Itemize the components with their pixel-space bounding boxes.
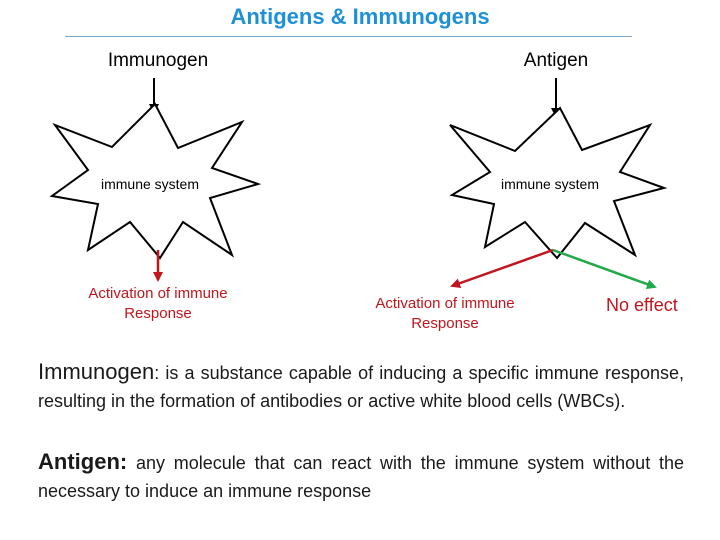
left-activation-line1: Activation of immune: [88, 285, 228, 302]
right-activation-line2: Response: [411, 315, 479, 332]
page-title: Antigens & Immunogens: [230, 4, 490, 29]
right-no-effect-arrow: [552, 248, 657, 289]
title-underline: [65, 36, 632, 37]
right-activation-line1: Activation of immune: [375, 295, 515, 312]
immunogen-definition-text: : is a substance capable of inducing a s…: [38, 363, 684, 411]
left-activation-line2: Response: [124, 305, 192, 322]
immunogen-header: Immunogen: [107, 50, 209, 71]
left-immune-system-burst: [49, 102, 262, 260]
left-immune-system-label: immune system: [100, 176, 200, 192]
left-activation-label: Activation of immune Response: [48, 284, 268, 324]
immunogen-term: Immunogen: [38, 359, 155, 384]
antigen-term: Antigen:: [38, 449, 128, 474]
antigen-definition-text: any molecule that can react with the imm…: [38, 453, 684, 501]
antigen-header: Antigen: [523, 50, 589, 71]
immunogen-definition: Immunogen: is a substance capable of ind…: [38, 358, 684, 415]
antigen-definition: Antigen: any molecule that can react wit…: [38, 448, 684, 505]
right-immune-system-label: immune system: [500, 176, 600, 192]
right-activation-arrow: [450, 248, 554, 289]
no-effect-label: No effect: [606, 295, 678, 315]
right-activation-label: Activation of immune Response: [335, 294, 555, 334]
right-immune-system-burst: [449, 106, 668, 260]
